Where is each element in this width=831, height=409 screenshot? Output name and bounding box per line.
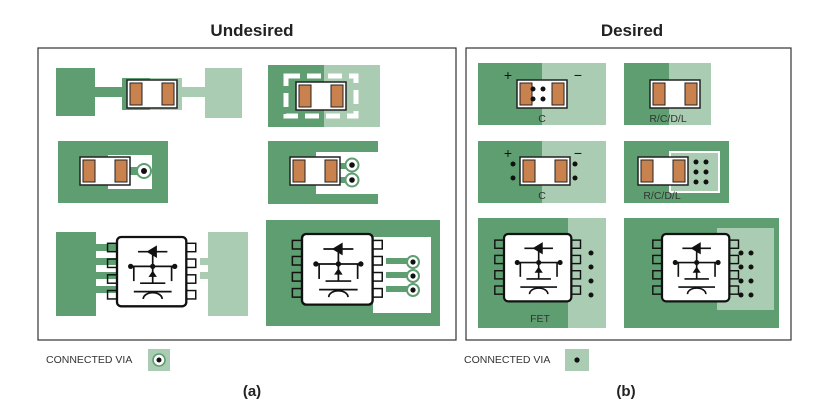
rcdl-label-bottom: R/C/D/L <box>643 190 681 202</box>
desired-fet-left: FET <box>478 218 606 328</box>
undesired-row2-left <box>58 141 168 203</box>
via-legend-desired <box>565 349 589 371</box>
rcdl-label-top: R/C/D/L <box>649 113 687 125</box>
via-legend-undesired <box>148 349 170 371</box>
undesired-row3-right <box>266 220 440 326</box>
legend-label-left: CONNECTED VIA <box>46 354 132 366</box>
plus-sign-bottom: + <box>504 145 512 161</box>
undesired-title: Undesired <box>210 21 293 40</box>
plus-sign-top: + <box>504 67 512 83</box>
desired-fet-right <box>624 218 779 328</box>
undesired-row2-right <box>268 141 378 204</box>
caption-b: (b) <box>616 383 635 400</box>
desired-rcdl-bottom: R/C/D/L <box>624 141 729 203</box>
cap-label-bottom: C <box>538 190 546 202</box>
undesired-row1-left <box>56 68 242 118</box>
undesired-row1-right <box>268 65 380 127</box>
minus-sign-bottom: − <box>574 145 582 161</box>
fet-label: FET <box>530 313 550 325</box>
desired-cap-top: + − C <box>478 63 606 125</box>
caption-a: (a) <box>243 383 261 400</box>
desired-cap-bottom: + − C <box>478 141 606 203</box>
desired-rcdl-top: R/C/D/L <box>624 63 711 125</box>
legend-label-right: CONNECTED VIA <box>464 354 550 366</box>
desired-title: Desired <box>601 21 663 40</box>
cap-label-top: C <box>538 113 546 125</box>
undesired-row3-left <box>56 232 248 316</box>
minus-sign-top: − <box>574 67 582 83</box>
